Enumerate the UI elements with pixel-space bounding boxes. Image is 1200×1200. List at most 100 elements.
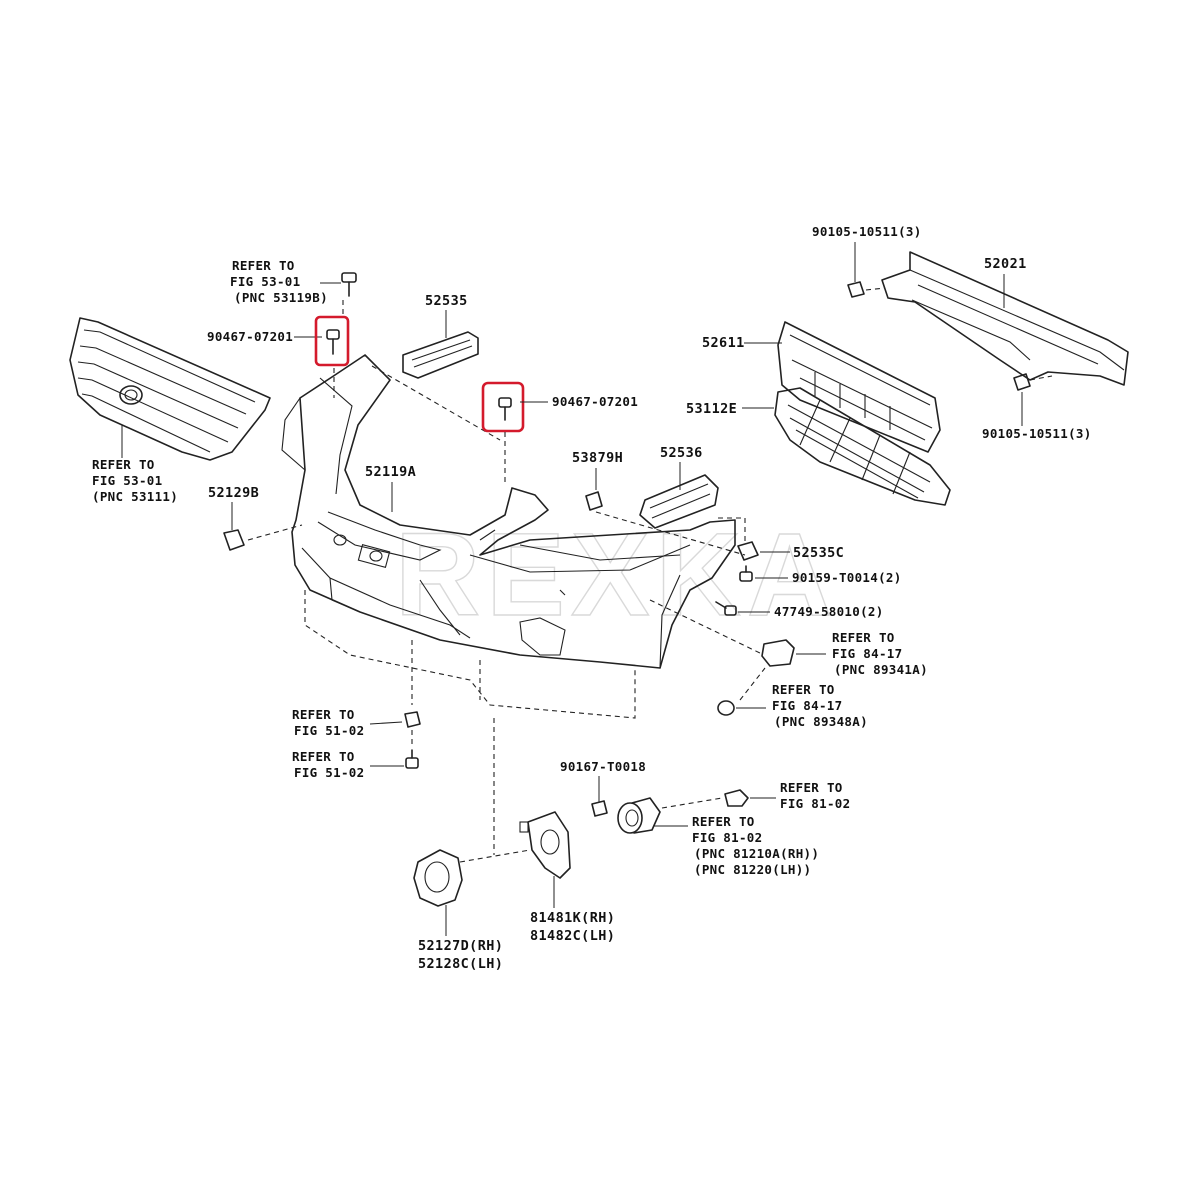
energy-absorber-52611[interactable] (777, 321, 941, 453)
front-bumper-cover[interactable] (281, 354, 736, 669)
svg-text:52127D(RH): 52127D(RH) (418, 938, 503, 954)
svg-text:52129B: 52129B (208, 485, 259, 501)
svg-text:52021: 52021 (984, 256, 1027, 272)
radiator-grille[interactable] (69, 317, 271, 461)
svg-text:52535C: 52535C (793, 545, 844, 561)
clip-90159-label[interactable]: 90159-T0014(2) (755, 570, 902, 585)
svg-text:53112E: 53112E (686, 401, 737, 417)
svg-text:REFER TO: REFER TO (292, 707, 355, 722)
bolt-bottom-reinf-label[interactable]: 90105-10511(3) (982, 392, 1092, 441)
top-bolt-ref-label[interactable]: REFER TO FIG 53-01 (PNC 53119B) (230, 258, 341, 305)
bracket-52536[interactable] (639, 474, 719, 529)
grille-ref-label[interactable]: REFER TO FIG 53-01 (PNC 53111) (92, 425, 178, 504)
screw-ref-a[interactable] (404, 711, 421, 728)
svg-text:REFER TO: REFER TO (232, 258, 295, 273)
dashed-guide (411, 640, 481, 705)
svg-text:52536: 52536 (660, 445, 703, 461)
svg-text:(PNC 81220(LH)): (PNC 81220(LH)) (694, 862, 811, 877)
bracket-52536-label[interactable]: 52536 (660, 445, 703, 490)
sensor-ref-label[interactable]: REFER TO FIG 84-17 (PNC 89341A) (796, 630, 928, 677)
nut-53879h-label[interactable]: 53879H (572, 450, 623, 490)
screw-90167[interactable] (591, 800, 608, 817)
nut-53879h[interactable] (585, 491, 603, 511)
svg-text:81482C(LH): 81482C(LH) (530, 928, 615, 944)
svg-text:(PNC 53111): (PNC 53111) (92, 489, 178, 504)
fog-lamp[interactable] (617, 797, 661, 834)
svg-text:81481K(RH): 81481K(RH) (530, 910, 615, 926)
svg-text:47749-58010(2): 47749-58010(2) (774, 604, 884, 619)
clip-center-label[interactable]: 90467-07201 (520, 394, 638, 409)
sensor-retainer[interactable] (717, 700, 735, 716)
svg-text:FIG 53-01: FIG 53-01 (230, 274, 300, 289)
dashed-guide (371, 365, 501, 441)
lower-grille-label[interactable]: 53112E (686, 401, 774, 417)
svg-text:(PNC 53119B): (PNC 53119B) (234, 290, 328, 305)
parking-sensor[interactable] (761, 639, 795, 667)
clip-left[interactable] (326, 329, 340, 355)
foglamp-bezel[interactable] (413, 849, 463, 907)
foglamp-bulb[interactable] (724, 789, 749, 807)
svg-text:90167-T0018: 90167-T0018 (560, 759, 646, 774)
svg-text:90159-T0014(2): 90159-T0014(2) (792, 570, 902, 585)
lower-grille-53112e[interactable] (774, 387, 951, 506)
dashed-guide (739, 667, 766, 701)
highlight-box-clip-center (481, 381, 525, 433)
retainer-52535c-label[interactable]: 52535C (760, 545, 844, 561)
svg-text:REFER TO: REFER TO (772, 682, 835, 697)
svg-text:(PNC 81210A(RH)): (PNC 81210A(RH)) (694, 846, 819, 861)
dashed-guide (304, 590, 636, 719)
svg-text:90467-07201: 90467-07201 (552, 394, 638, 409)
svg-text:REFER TO: REFER TO (832, 630, 895, 645)
svg-text:52611: 52611 (702, 335, 745, 351)
dashed-guide (247, 524, 303, 541)
top-bolt[interactable] (341, 272, 357, 297)
bolt-top-reinf[interactable] (847, 281, 865, 298)
screw-ref-b-label[interactable]: REFER TO FIG 51-02 (292, 749, 404, 780)
bolt-top-reinf-label[interactable]: 90105-10511(3) (812, 224, 922, 282)
svg-text:(PNC 89348A): (PNC 89348A) (774, 714, 868, 729)
clip-left-label[interactable]: 90467-07201 (207, 329, 322, 344)
dashed-guide (459, 849, 531, 863)
svg-text:52128C(LH): 52128C(LH) (418, 956, 503, 972)
screw-47749[interactable] (715, 601, 737, 616)
cap-52129b[interactable] (223, 529, 245, 551)
screw-ref-b[interactable] (405, 749, 419, 769)
sensor2-ref-label[interactable]: REFER TO FIG 84-17 (PNC 89348A) (736, 682, 868, 729)
svg-text:90105-10511(3): 90105-10511(3) (812, 224, 922, 239)
highlight-box-clip-left (314, 315, 350, 367)
foglamp-cover[interactable] (519, 811, 571, 879)
retainer-52535c[interactable] (737, 541, 759, 561)
screw-47749-label[interactable]: 47749-58010(2) (738, 604, 884, 619)
cover-label[interactable]: 81481K(RH) 81482C(LH) (530, 876, 615, 944)
bezel-label[interactable]: 52127D(RH) 52128C(LH) (418, 905, 503, 972)
svg-text:REFER TO: REFER TO (692, 814, 755, 829)
svg-text:REFER TO: REFER TO (780, 780, 843, 795)
bracket-52535[interactable] (402, 331, 479, 379)
dashed-guide (661, 797, 723, 809)
svg-text:53879H: 53879H (572, 450, 623, 466)
reinforcement-label[interactable]: 52021 (984, 256, 1027, 308)
cap-52129b-label[interactable]: 52129B (208, 485, 259, 530)
svg-text:(PNC 89341A): (PNC 89341A) (834, 662, 928, 677)
svg-text:FIG 81-02: FIG 81-02 (692, 830, 762, 845)
svg-text:FIG 51-02: FIG 51-02 (294, 765, 364, 780)
absorber-label[interactable]: 52611 (702, 335, 782, 351)
svg-text:FIG 84-17: FIG 84-17 (832, 646, 902, 661)
screw-90167-label[interactable]: 90167-T0018 (560, 759, 646, 802)
svg-text:FIG 84-17: FIG 84-17 (772, 698, 842, 713)
svg-text:REFER TO: REFER TO (292, 749, 355, 764)
bolt-bottom-reinf[interactable] (1013, 373, 1031, 391)
svg-text:FIG 81-02: FIG 81-02 (780, 796, 850, 811)
svg-text:90467-07201: 90467-07201 (207, 329, 293, 344)
dashed-guide (865, 287, 886, 291)
bumper-cover-label[interactable]: 52119A (365, 464, 416, 512)
screw-ref-a-label[interactable]: REFER TO FIG 51-02 (292, 707, 403, 738)
foglamp-ref-label[interactable]: REFER TO FIG 81-02 (PNC 81210A(RH)) (PNC… (654, 814, 819, 877)
clip-center[interactable] (498, 397, 512, 421)
foglamp-bulb-ref-label[interactable]: REFER TO FIG 81-02 (750, 780, 850, 811)
clip-90159[interactable] (739, 565, 753, 582)
svg-text:FIG 53-01: FIG 53-01 (92, 473, 162, 488)
bracket-52535-label[interactable]: 52535 (425, 293, 468, 338)
svg-text:52535: 52535 (425, 293, 468, 309)
